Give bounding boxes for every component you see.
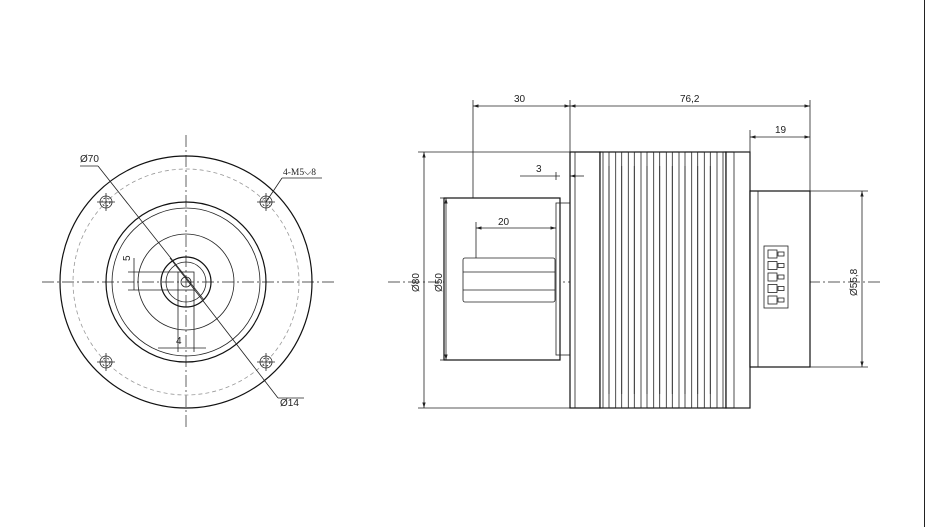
shaft-circle bbox=[160, 256, 212, 308]
d14-label: Ø14 bbox=[280, 398, 299, 409]
connector-pin-tab bbox=[777, 297, 785, 303]
holes-leader bbox=[265, 177, 283, 203]
page-border-right bbox=[924, 0, 925, 527]
connector bbox=[763, 245, 789, 309]
holes-label: 4-M5⌵8 bbox=[283, 168, 316, 178]
d80-label: Ø80 bbox=[411, 273, 422, 292]
len30-label: 30 bbox=[514, 94, 526, 105]
mounting-hole-tl bbox=[97, 193, 115, 211]
len3-label: 3 bbox=[536, 164, 542, 175]
key-height-label: 5 bbox=[122, 255, 133, 261]
len19-label: 19 bbox=[775, 125, 787, 136]
bolt-circle bbox=[72, 168, 300, 396]
flange-body bbox=[569, 151, 601, 409]
d70-label: Ø70 bbox=[80, 154, 99, 165]
front-view: Ø70 4-M5⌵8 5 4 Ø14 bbox=[42, 135, 335, 428]
d558-label: Ø55,8 bbox=[849, 268, 860, 296]
side-view: 30 76,2 19 3 20 Ø80 Ø50 Ø55,8 bbox=[388, 94, 880, 409]
len20-label: 20 bbox=[498, 217, 510, 228]
fin bbox=[716, 151, 724, 409]
shaft-keyway bbox=[462, 257, 556, 303]
mounting-hole-br bbox=[257, 353, 275, 371]
d14-leader bbox=[169, 257, 279, 399]
end-ring bbox=[725, 151, 751, 409]
d70-leader bbox=[97, 165, 205, 301]
fins bbox=[602, 151, 724, 409]
connector-pin bbox=[767, 249, 778, 259]
connector-pin bbox=[767, 295, 778, 305]
pilot-inner-circle bbox=[111, 207, 261, 357]
connector-pin-tab bbox=[777, 286, 785, 291]
connector-pin bbox=[767, 261, 778, 270]
key-slot bbox=[177, 271, 195, 291]
flange-outer-circle bbox=[59, 155, 313, 409]
shaft-bore-circle bbox=[137, 233, 235, 331]
connector-pin bbox=[767, 284, 778, 293]
connector-pin-tab bbox=[777, 263, 785, 268]
connector-pin-tab bbox=[777, 251, 785, 257]
connector-pin-tab bbox=[777, 274, 785, 280]
d50-label: Ø50 bbox=[434, 273, 445, 292]
mounting-hole-bl bbox=[97, 353, 115, 371]
key-width-label: 4 bbox=[176, 336, 182, 347]
fin-body bbox=[599, 151, 727, 409]
pilot-outer-circle bbox=[105, 201, 267, 363]
shaft-chamfer-circle bbox=[165, 261, 207, 303]
len76-label: 76,2 bbox=[680, 94, 700, 105]
connector-pin bbox=[767, 272, 778, 282]
